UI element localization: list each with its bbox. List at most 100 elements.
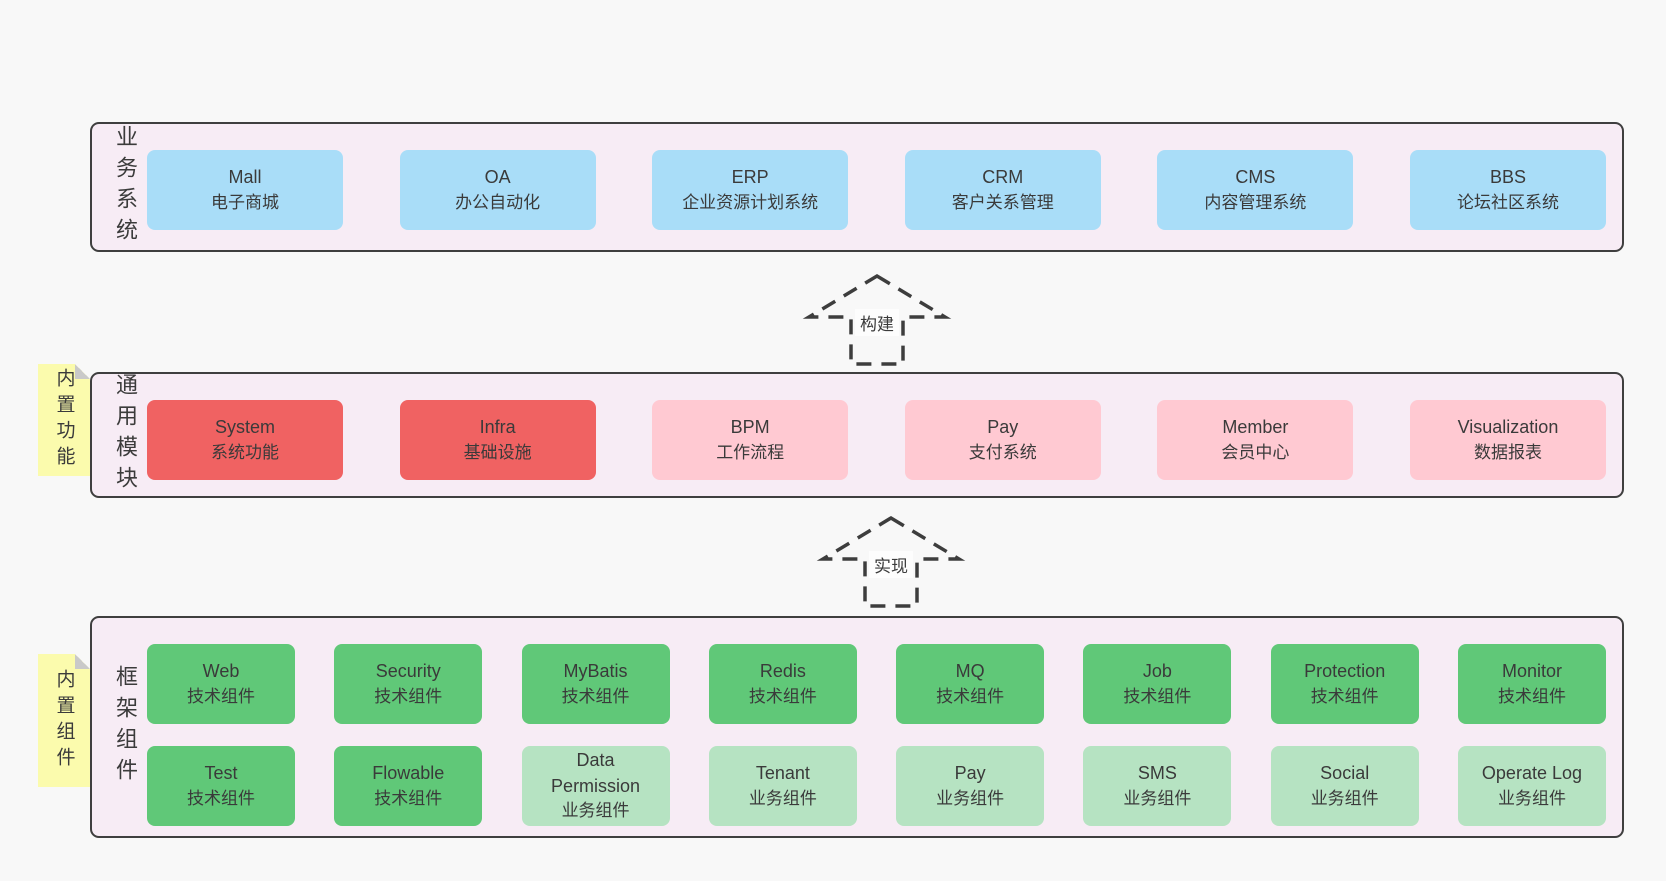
- box-subtitle: 技术组件: [1497, 686, 1566, 706]
- dashed-up-arrow-icon: [802, 273, 952, 366]
- section-business-systems: 业务系统 Mall 电子商城 OA 办公自动化 ERP 企业资源计划系统 CRM…: [90, 122, 1624, 252]
- box-monitor: Monitor 技术组件: [1457, 644, 1606, 724]
- box-row: Mall 电子商城 OA 办公自动化 ERP 企业资源计划系统 CRM 客户关系…: [147, 150, 1606, 230]
- box-security: Security 技术组件: [334, 644, 483, 724]
- section-side-label: 业务系统: [113, 125, 138, 249]
- box-subtitle: 技术组件: [374, 686, 443, 706]
- box-mybatis: MyBatis 技术组件: [521, 644, 670, 724]
- box-title: CRM: [982, 167, 1024, 188]
- box-subtitle: 技术组件: [936, 686, 1005, 706]
- box-title: MQ: [955, 661, 985, 682]
- box-subtitle: 业务组件: [561, 801, 630, 821]
- box-title: Flowable: [372, 763, 445, 784]
- box-title: OA: [484, 167, 511, 188]
- box-mq: MQ 技术组件: [896, 644, 1045, 724]
- box-cms: CMS 内容管理系统: [1157, 150, 1354, 230]
- box-subtitle: 技术组件: [187, 686, 255, 706]
- box-subtitle: 技术组件: [1310, 686, 1379, 706]
- box-title: System: [214, 417, 275, 438]
- box-title: Monitor: [1501, 661, 1562, 682]
- box-subtitle: 业务组件: [936, 788, 1005, 808]
- box-subtitle: 企业资源计划系统: [682, 192, 819, 212]
- box-visualization: Visualization 数据报表: [1409, 400, 1606, 480]
- box-subtitle: 技术组件: [561, 686, 630, 706]
- box-title: BPM: [730, 417, 770, 438]
- box-title: MyBatis: [563, 661, 628, 682]
- box-subtitle: 支付系统: [968, 442, 1037, 462]
- box-title: ERP: [731, 167, 769, 188]
- box-title: SMS: [1137, 763, 1177, 784]
- section-framework-components: 框架组件 Web 技术组件 Security 技术组件 MyBatis 技术组件…: [90, 616, 1624, 838]
- box-sms: SMS 业务组件: [1083, 746, 1232, 826]
- box-mall: Mall 电子商城: [147, 150, 343, 230]
- box-subtitle: 工作流程: [716, 442, 785, 462]
- box-title: Security: [375, 661, 441, 682]
- box-member: Member 会员中心: [1157, 400, 1354, 480]
- sticky-note-builtin-components: 内置组件: [38, 654, 90, 787]
- implement-arrow-label: 实现: [869, 551, 913, 578]
- box-title: Tenant: [755, 763, 810, 784]
- box-subtitle: 基础设施: [463, 442, 532, 462]
- section-side-label: 框架组件: [113, 665, 138, 789]
- dashed-up-arrow-icon: [816, 515, 966, 608]
- box-row: Web 技术组件 Security 技术组件 MyBatis 技术组件 Redi…: [147, 644, 1606, 724]
- box-title: Data Permission: [551, 750, 641, 796]
- box-title: Job: [1142, 661, 1172, 682]
- section-side-label: 通用模块: [113, 373, 138, 497]
- box-row: System 系统功能 Infra 基础设施 BPM 工作流程 Pay 支付系统…: [147, 400, 1606, 480]
- box-bbs: BBS 论坛社区系统: [1409, 150, 1606, 230]
- box-subtitle: 技术组件: [187, 788, 255, 808]
- box-subtitle: 业务组件: [1123, 788, 1192, 808]
- box-title: CMS: [1235, 167, 1276, 188]
- build-arrow-label: 构建: [855, 309, 899, 336]
- box-protection: Protection 技术组件: [1270, 644, 1419, 724]
- sticky-note-label: 内置组件: [53, 668, 75, 773]
- box-subtitle: 数据报表: [1473, 442, 1542, 462]
- box-subtitle: 技术组件: [374, 788, 443, 808]
- box-redis: Redis 技术组件: [708, 644, 857, 724]
- box-job: Job 技术组件: [1083, 644, 1232, 724]
- box-web: Web 技术组件: [147, 644, 295, 724]
- build-arrow: 构建: [795, 272, 959, 368]
- box-title: Pay: [954, 763, 986, 784]
- box-crm: CRM 客户关系管理: [904, 150, 1101, 230]
- box-title: Test: [204, 763, 238, 784]
- box-title: BBS: [1489, 167, 1526, 188]
- box-subtitle: 业务组件: [1497, 788, 1566, 808]
- box-title: Web: [202, 661, 240, 682]
- box-erp: ERP 企业资源计划系统: [652, 150, 849, 230]
- box-title: Member: [1222, 417, 1289, 438]
- box-subtitle: 内容管理系统: [1204, 192, 1307, 212]
- box-title: Mall: [228, 167, 262, 188]
- box-title: Redis: [759, 661, 806, 682]
- box-system: System 系统功能: [147, 400, 343, 480]
- box-flowable: Flowable 技术组件: [334, 746, 483, 826]
- box-oa: OA 办公自动化: [399, 150, 596, 230]
- sticky-note-builtin-functions: 内置功能: [38, 364, 90, 476]
- box-subtitle: 办公自动化: [455, 192, 541, 212]
- box-row: Test 技术组件 Flowable 技术组件 Data Permission …: [147, 746, 1606, 826]
- box-subtitle: 会员中心: [1221, 442, 1290, 462]
- box-title: Pay: [987, 417, 1019, 438]
- box-title: Visualization: [1457, 417, 1559, 438]
- box-tenant: Tenant 业务组件: [708, 746, 857, 826]
- box-title: Operate Log: [1481, 763, 1582, 784]
- box-subtitle: 业务组件: [748, 788, 817, 808]
- box-bpm: BPM 工作流程: [652, 400, 849, 480]
- box-subtitle: 论坛社区系统: [1456, 192, 1559, 212]
- box-subtitle: 电子商城: [211, 192, 279, 212]
- box-title: Social: [1320, 763, 1370, 784]
- box-subtitle: 技术组件: [748, 686, 817, 706]
- box-pay: Pay 支付系统: [904, 400, 1101, 480]
- implement-arrow: 实现: [809, 514, 973, 610]
- box-infra: Infra 基础设施: [399, 400, 596, 480]
- box-pay: Pay 业务组件: [896, 746, 1045, 826]
- box-test: Test 技术组件: [147, 746, 295, 826]
- box-operate-log: Operate Log 业务组件: [1457, 746, 1606, 826]
- box-social: Social 业务组件: [1270, 746, 1419, 826]
- section-common-modules: 通用模块 System 系统功能 Infra 基础设施 BPM 工作流程 Pay…: [90, 372, 1624, 498]
- box-subtitle: 技术组件: [1123, 686, 1192, 706]
- box-title: Protection: [1304, 661, 1386, 682]
- box-subtitle: 系统功能: [211, 442, 279, 462]
